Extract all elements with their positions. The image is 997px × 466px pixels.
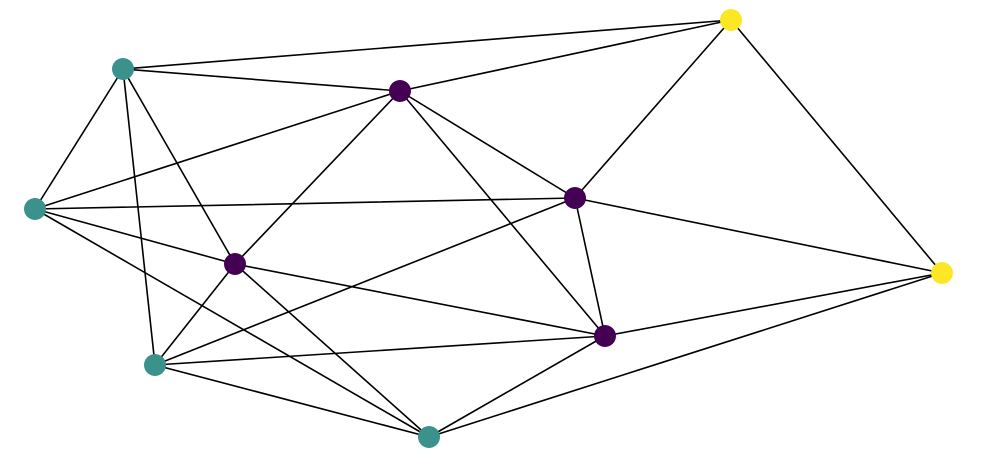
node-n5 <box>389 80 411 102</box>
node-n8 <box>594 325 616 347</box>
node-n1 <box>112 58 134 80</box>
edge-n8-n4 <box>428 335 606 438</box>
edge-n3-n8 <box>154 335 606 366</box>
node-n7 <box>224 253 246 275</box>
edge-n5-n2 <box>34 90 401 210</box>
edge-n6-n8 <box>574 197 606 337</box>
edge-n5-n9 <box>399 19 732 92</box>
edge-n1-n3 <box>122 68 156 366</box>
edge-n2-n7 <box>34 208 236 265</box>
node-n10 <box>931 262 953 284</box>
edge-n1-n7 <box>122 68 236 265</box>
graph-edges <box>34 19 943 438</box>
edge-n6-n10 <box>574 197 943 274</box>
node-n4 <box>418 426 440 448</box>
edge-n3-n4 <box>154 364 430 438</box>
edge-n7-n8 <box>234 263 606 337</box>
node-n3 <box>144 354 166 376</box>
edge-n7-n4 <box>234 263 430 438</box>
edge-n4-n10 <box>428 272 943 438</box>
edge-n8-n10 <box>604 272 943 337</box>
edge-n7-n3 <box>154 263 236 366</box>
node-n2 <box>24 198 46 220</box>
edge-n1-n5 <box>122 68 401 92</box>
node-n9 <box>720 9 742 31</box>
edge-n6-n3 <box>154 197 576 366</box>
edge-n9-n6 <box>574 19 732 199</box>
node-n6 <box>564 187 586 209</box>
edge-n2-n4 <box>34 208 430 438</box>
edge-n1-n9 <box>122 19 732 70</box>
edge-n1-n2 <box>34 68 124 210</box>
edge-n5-n7 <box>234 90 401 265</box>
edge-n2-n6 <box>34 197 576 210</box>
graph-nodes <box>24 9 953 448</box>
edge-n5-n8 <box>399 90 606 337</box>
edge-n5-n6 <box>399 90 576 199</box>
edge-n9-n10 <box>730 19 943 274</box>
